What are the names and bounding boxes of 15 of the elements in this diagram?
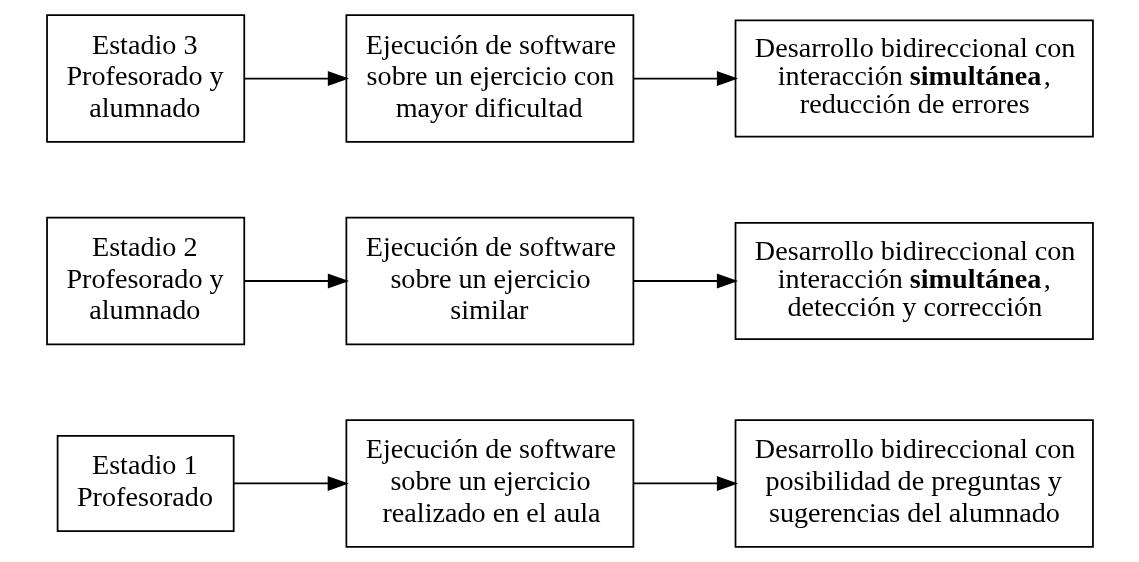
arrow	[632, 476, 738, 491]
arrow	[632, 71, 738, 86]
node-box: Ejecución de software sobre un ejercicio realizado en el aula	[345, 419, 634, 548]
node-box: Desarrollo bidireccional con posibilidad de preguntas y sugerencias del alumnado	[734, 419, 1094, 548]
arrow	[243, 71, 349, 86]
node-box: Desarrollo bidireccional con interacción simultánea, detección y corrección	[734, 222, 1094, 340]
node-box: Estadio 2 Profesorado y alumnado	[45, 216, 245, 346]
node-box: Desarrollo bidireccional con interacción simultánea, reducción de errores	[734, 19, 1094, 138]
node-box: Estadio 1 Profesorado	[56, 435, 235, 532]
arrow	[232, 476, 349, 491]
arrow	[632, 273, 738, 289]
node-box: Ejecución de software sobre un ejercicio con mayor dificultad	[345, 14, 634, 143]
arrow	[243, 273, 349, 289]
node-box: Estadio 3 Profesorado y alumnado	[45, 14, 245, 143]
node-box: Ejecución de software sobre un ejercicio similar	[345, 216, 634, 346]
